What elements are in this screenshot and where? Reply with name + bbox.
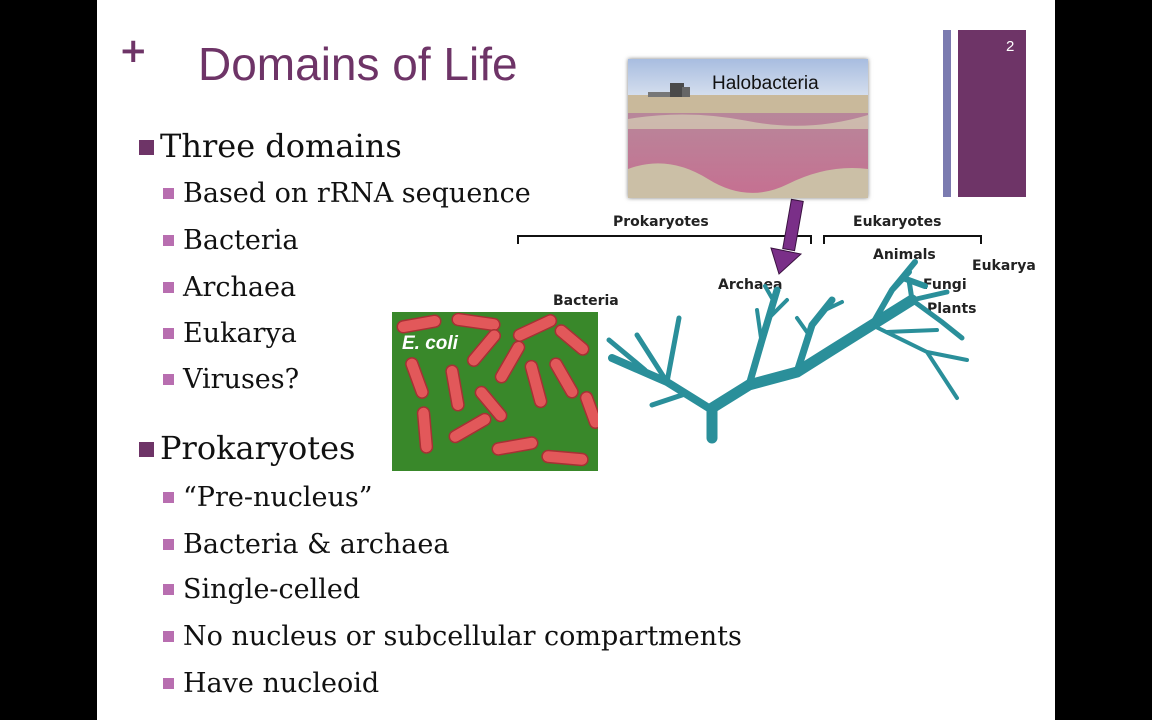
bullet-square-icon <box>163 188 174 199</box>
bullet-l2: Have nucleoid <box>163 668 379 700</box>
bullet-text: Prokaryotes <box>160 429 356 467</box>
label-archaea: Archaea <box>718 277 782 293</box>
decor-bar-wide <box>958 30 1026 197</box>
bullet-text: No nucleus or subcellular compartments <box>183 621 742 652</box>
bullet-text: Have nucleoid <box>183 668 380 699</box>
arrow-halobacteria-to-archaea <box>770 198 804 275</box>
bullet-text: Single-celled <box>183 574 361 605</box>
ecoli-caption: E. coli <box>402 333 458 354</box>
bullet-l2: Archaea <box>163 272 296 304</box>
bullet-text: Three domains <box>160 127 402 165</box>
bullet-l1-prokaryotes: Prokaryotes <box>139 430 355 466</box>
bullet-square-icon <box>163 631 174 642</box>
bullet-square-icon <box>139 442 154 457</box>
decor-bar-thin <box>943 30 951 197</box>
slide: 2 + Domains of Life Prokaryotes Eukaryot… <box>97 0 1055 720</box>
halobacteria-photo-art <box>628 59 868 198</box>
bullet-text: Eukarya <box>183 318 297 349</box>
bullet-l2: Eukarya <box>163 318 297 350</box>
bullet-square-icon <box>163 492 174 503</box>
tree-branches <box>606 259 969 444</box>
label-plants: Plants <box>927 301 977 317</box>
bullet-text: Bacteria & archaea <box>183 529 450 560</box>
ecoli-photo: E. coli <box>392 312 598 471</box>
halobacteria-caption: Halobacteria <box>712 73 819 94</box>
tree-of-life-diagram: Prokaryotes Eukaryotes Bacteria Archaea … <box>517 198 1036 444</box>
halobacteria-photo: Halobacteria <box>628 59 868 198</box>
bullet-l2: Based on rRNA sequence <box>163 178 531 210</box>
bullet-square-icon <box>139 140 154 155</box>
bullet-text: Archaea <box>183 272 297 303</box>
bracket-prokaryotes <box>517 235 812 244</box>
slide-title: Domains of Life <box>198 38 518 90</box>
page-number: 2 <box>1006 38 1015 55</box>
bullet-square-icon <box>163 328 174 339</box>
bracket-eukaryotes <box>823 235 982 244</box>
bullet-square-icon <box>163 374 174 385</box>
ecoli-photo-art <box>392 312 598 471</box>
label-prokaryotes: Prokaryotes <box>613 214 709 230</box>
bullet-l2: Single-celled <box>163 574 360 606</box>
label-animals: Animals <box>873 247 936 263</box>
bullet-text: Based on rRNA sequence <box>183 178 531 209</box>
bullet-l2: Viruses? <box>163 364 299 396</box>
bullet-square-icon <box>163 584 174 595</box>
bullet-l2: Bacteria <box>163 225 299 257</box>
bullet-square-icon <box>163 539 174 550</box>
bullet-square-icon <box>163 235 174 246</box>
bullet-square-icon <box>163 282 174 293</box>
label-eukarya: Eukarya <box>972 258 1036 274</box>
bullet-text: Viruses? <box>183 364 300 395</box>
bullet-text: “Pre-nucleus” <box>183 482 373 513</box>
bullet-l2: Bacteria & archaea <box>163 529 449 561</box>
bullet-l2: No nucleus or subcellular compartments <box>163 621 742 653</box>
label-fungi: Fungi <box>923 277 967 293</box>
plus-icon: + <box>119 31 148 71</box>
bullet-l1-three-domains: Three domains <box>139 128 402 164</box>
bullet-text: Bacteria <box>183 225 299 256</box>
label-eukaryotes: Eukaryotes <box>853 214 941 230</box>
label-bacteria: Bacteria <box>553 293 619 309</box>
bullet-square-icon <box>163 678 174 689</box>
bullet-l2: “Pre-nucleus” <box>163 482 373 514</box>
